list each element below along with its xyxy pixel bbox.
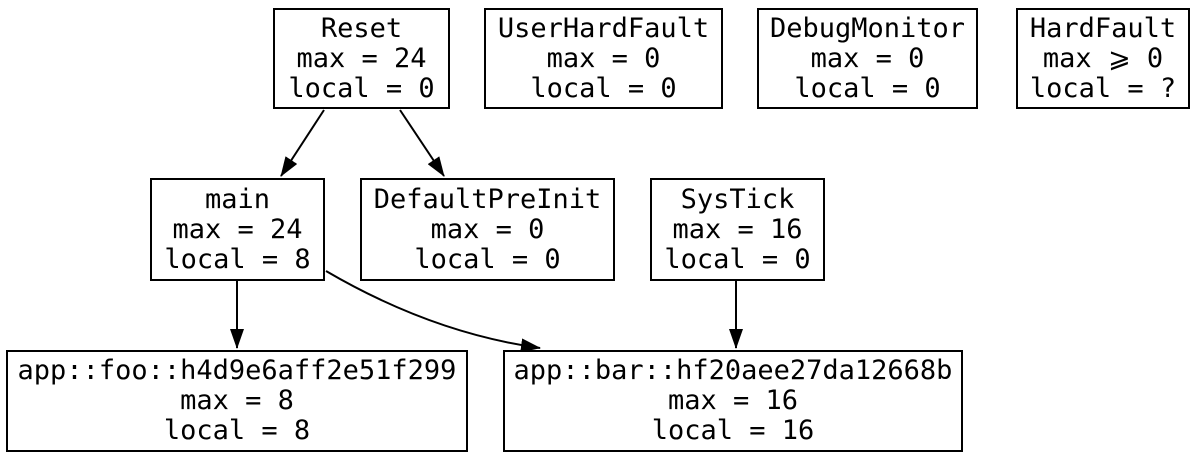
node-title: DebugMonitor [769,12,966,44]
node-max-value: max = 0 [546,42,661,74]
edges-group [230,109,743,353]
node-local-value: local = ? [1029,72,1177,104]
node-local-value: local = 8 [163,415,311,446]
node-max-value: max = 16 [672,213,803,245]
node-local-value: local = 0 [664,243,811,275]
node-local-value: local = 8 [164,243,311,275]
node-title: HardFault [1029,12,1177,44]
node-local-value: local = 0 [530,72,677,104]
node-max-value: max = 0 [430,213,545,245]
node-title: SysTick [680,183,795,215]
node-title: main [204,183,271,215]
node-title: app::foo::h4d9e6aff2e51f299 [17,355,457,386]
edge-main-to-app-bar [325,270,541,353]
node-local-value: local = 0 [414,243,561,275]
node-title: UserHardFault [497,12,710,44]
node-local-value: local = 16 [651,415,815,446]
edge-reset-to-default-pre-init [399,109,445,177]
node-title: app::bar::hf20aee27da12668b [513,355,953,386]
node-title: Reset [320,12,403,44]
node-local-value: local = 0 [288,72,435,104]
node-max-value: max = 16 [667,385,799,416]
node-max-value: max = 24 [296,42,427,74]
node-local-value: local = 0 [794,72,941,104]
node-max-value: max = 0 [810,42,925,74]
edge-reset-to-main [280,109,325,177]
node-max-value: max ⩾ 0 [1042,42,1164,74]
node-title: DefaultPreInit [373,183,602,215]
node-max-value: max = 8 [180,385,294,416]
node-max-value: max = 24 [172,213,303,245]
